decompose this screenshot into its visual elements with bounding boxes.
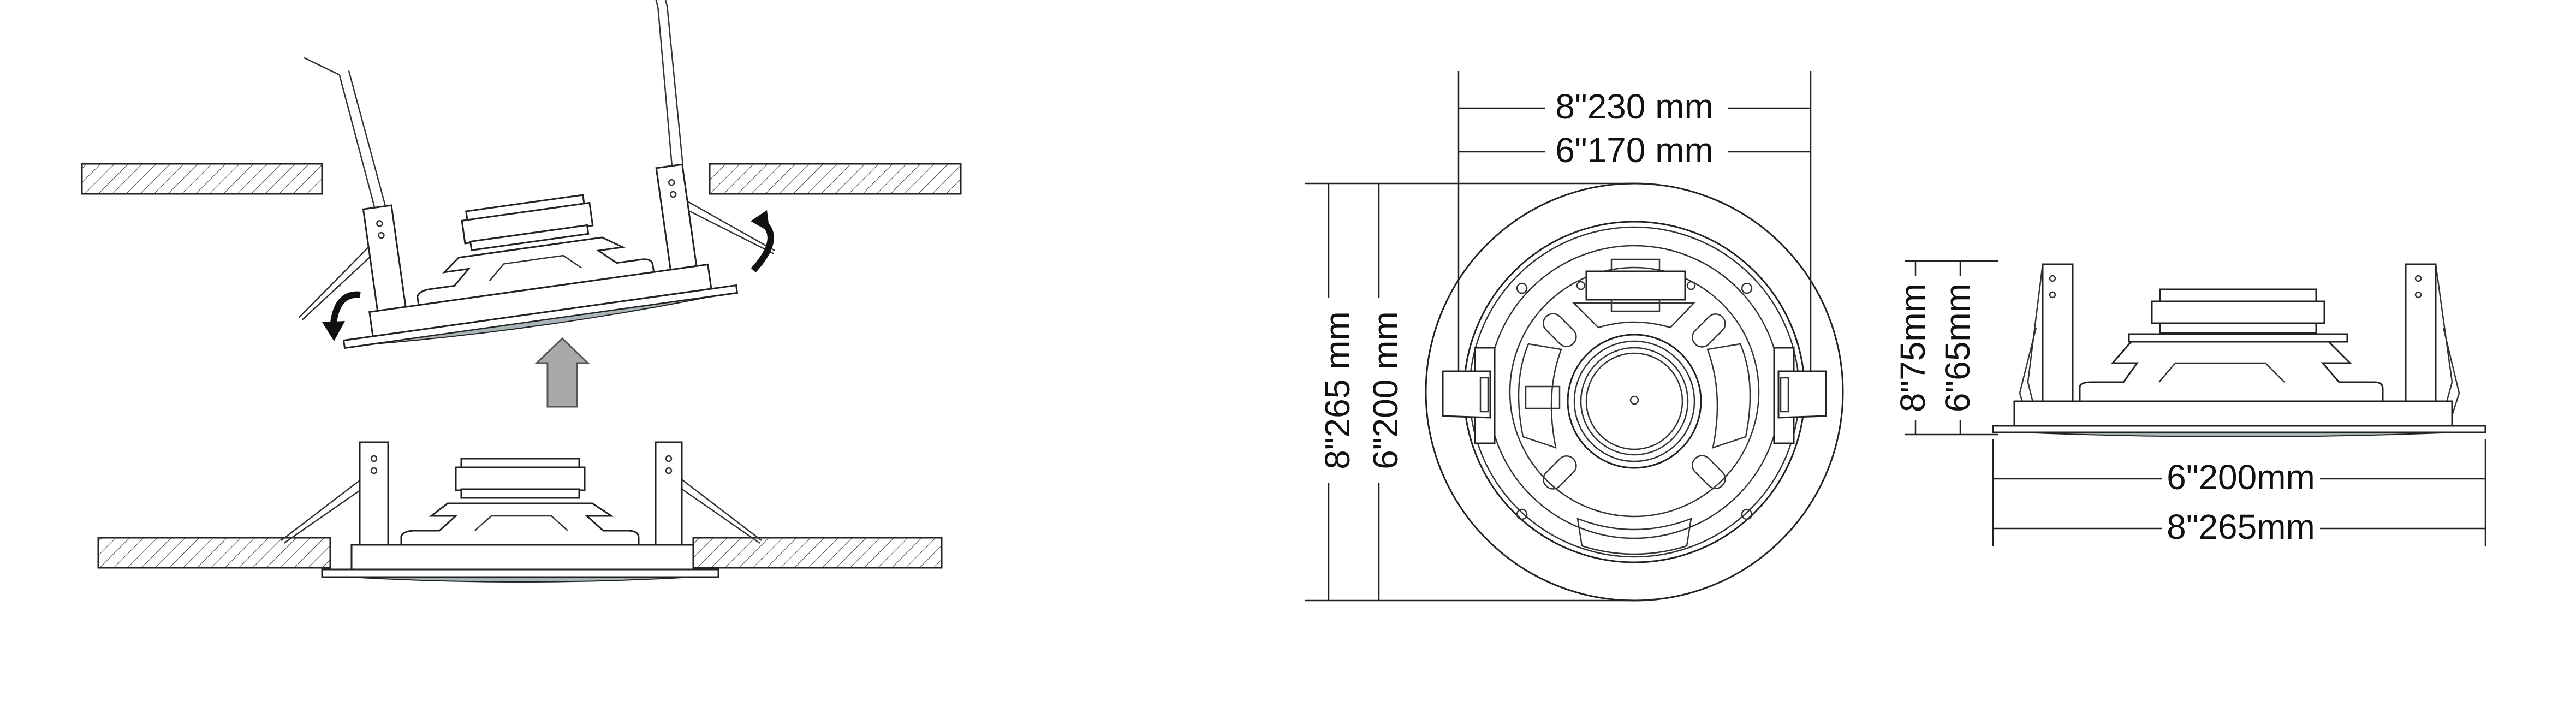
front-width-6in-label: 6"170 mm: [1555, 130, 1714, 170]
front-view: 8"230 mm 6"170 mm 8"265 mm 6"200 mm: [1305, 71, 1844, 602]
ceiling-board-top-right: [709, 163, 962, 195]
side-depth-8in-label: 8"75mm: [1893, 283, 1932, 412]
side-width-6in-label: 6"200mm: [2167, 458, 2315, 497]
ceiling-board-top-left: [81, 163, 323, 195]
speaker-installed: [280, 441, 763, 583]
side-width-8in-label: 8"265mm: [2167, 507, 2315, 546]
front-width-8in-label: 8"230 mm: [1555, 87, 1714, 126]
front-height-8in-label: 8"265 mm: [1318, 311, 1357, 470]
side-depth-6in-label: 6"65mm: [1938, 283, 1977, 412]
ceiling-board-bottom-left: [97, 537, 331, 569]
ceiling-board-bottom-right: [692, 537, 943, 569]
installation-sequence: [81, 0, 962, 583]
speaker-tilted-insertion: [284, 0, 782, 360]
side-view: 8"75mm 6"65mm 6"200mm 8"265mm: [1893, 260, 2486, 546]
front-height-6in-label: 6"200 mm: [1366, 311, 1405, 470]
clockwise-rotate-arrow-left-icon: [330, 291, 361, 328]
insert-up-arrow-icon: [534, 337, 590, 408]
